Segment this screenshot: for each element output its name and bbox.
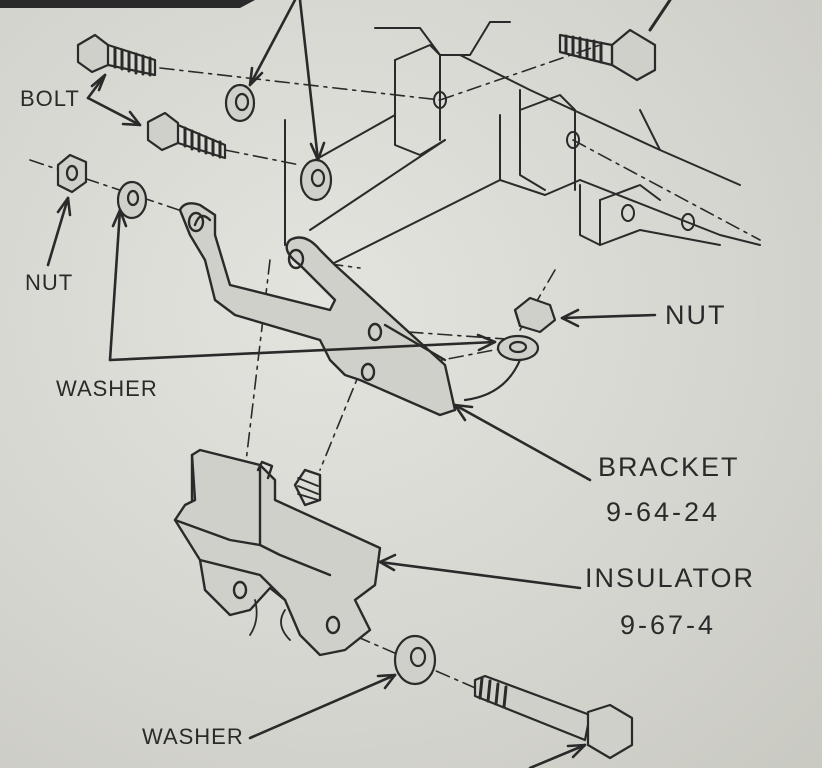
pointer-arrows-top [248, 0, 326, 162]
frame-holes [433, 91, 695, 231]
label-nut-right: NUT [665, 300, 727, 330]
label-nut-left: NUT [25, 270, 74, 295]
nut-left [56, 153, 88, 194]
label-bracket-ref: 9-64-24 [606, 497, 721, 527]
nut-right [513, 296, 557, 334]
washer-upper-2 [299, 158, 333, 202]
insulator [173, 448, 382, 657]
bolt-lower [146, 111, 227, 160]
bolt-top-right [558, 0, 672, 82]
washer-left [116, 180, 148, 220]
label-insulator-ref: 9-67-4 [620, 610, 717, 640]
label-washer-bottom: WASHER [142, 724, 244, 749]
label-bracket: BRACKET [598, 452, 740, 482]
washer-upper-1 [224, 83, 256, 123]
washer-right [463, 334, 540, 402]
bolt-upper [76, 33, 157, 77]
frame-rail [284, 21, 761, 271]
leader-arrows [46, 73, 657, 768]
top-border-bar [0, 0, 255, 8]
bracket [178, 202, 457, 417]
washer-lower [393, 634, 437, 686]
label-bolt: BOLT [20, 86, 80, 111]
label-insulator: INSULATOR [585, 563, 756, 593]
bolt-lower-right [473, 674, 634, 760]
label-washer-top: WASHER [56, 376, 158, 401]
